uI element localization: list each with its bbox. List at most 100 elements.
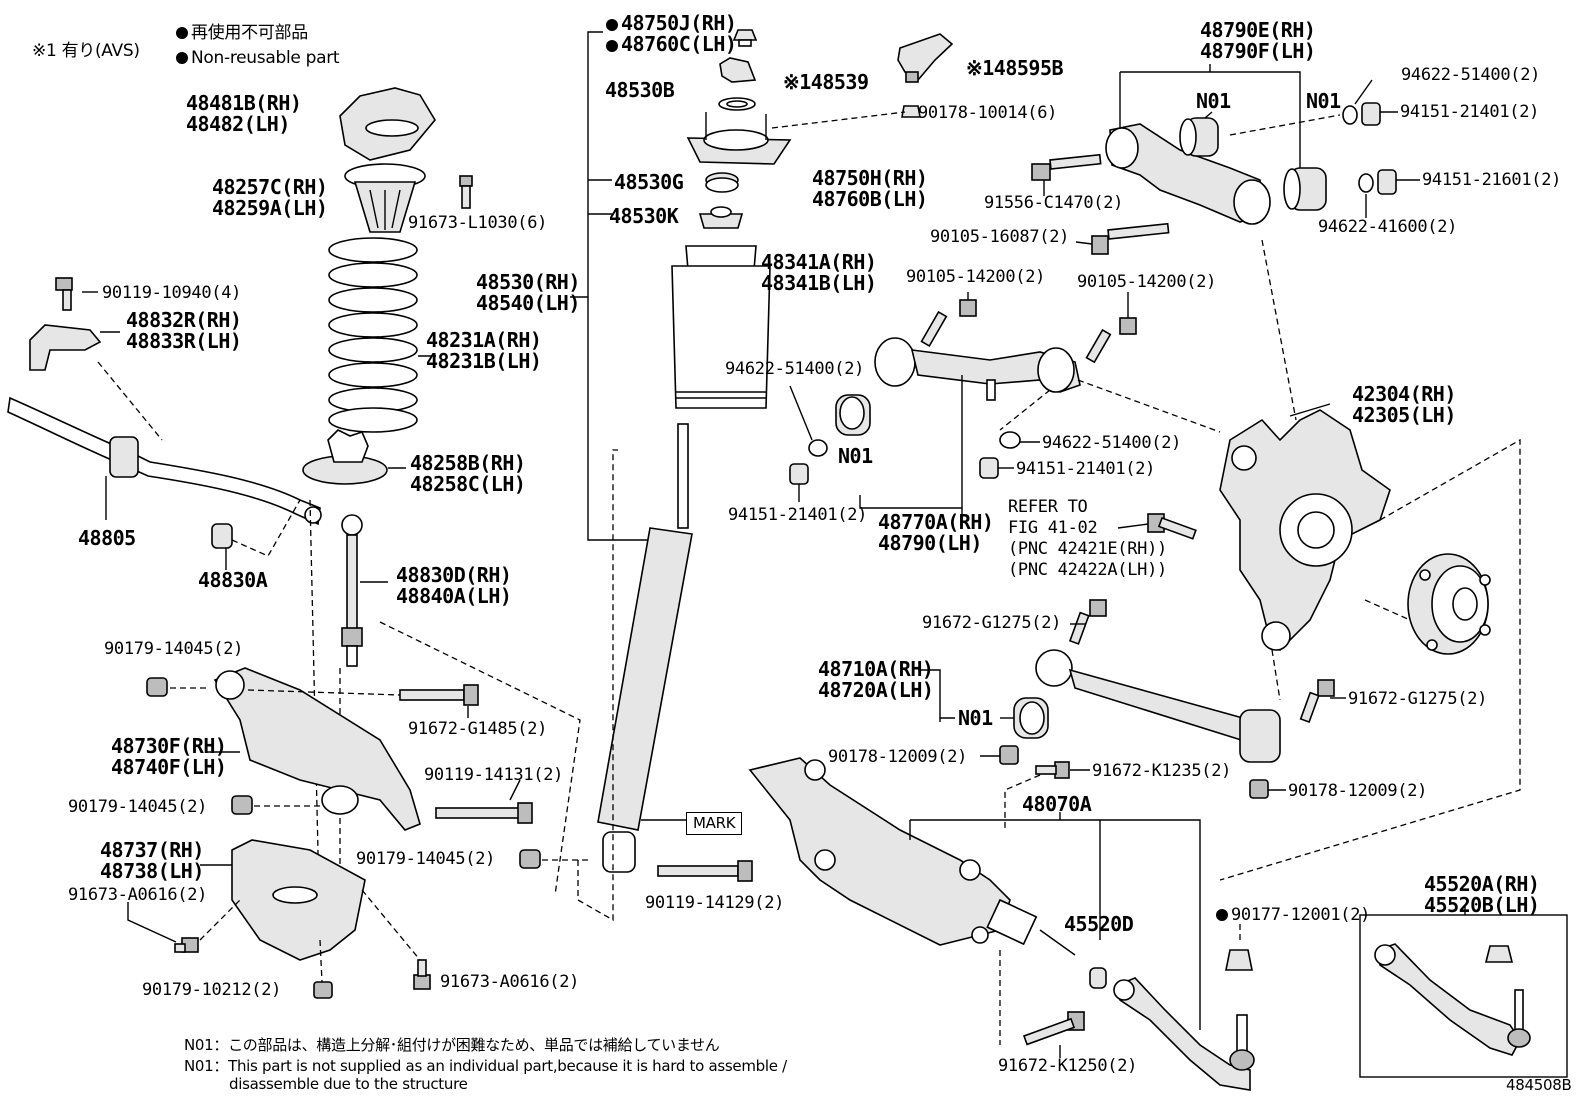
leader <box>509 779 521 801</box>
label-48341B: 48341B(LH) <box>761 271 877 295</box>
label-48790: 48790(LH) <box>878 531 982 555</box>
spring-insulator-icon <box>344 163 426 233</box>
upper-spring-seat-icon <box>339 87 436 161</box>
bolt-refer-icon <box>1147 513 1197 540</box>
label-94622-51400-a: 94622-51400(2) <box>1401 65 1541 85</box>
footnote-n01-jp: N01：この部品は、構造上分解･組付けが困難なため、単品では補給していません <box>184 1036 720 1054</box>
label-90105-14200-b: 90105-14200(2) <box>1077 272 1217 292</box>
legend-nonreusable-en: Non-reusable part <box>176 48 340 68</box>
label-48760B: 48760B(LH) <box>812 187 928 211</box>
nonreusable-dot-icon <box>606 40 618 52</box>
bolt-90119-10940-icon <box>55 277 73 311</box>
washer-94622-51400-c-icon <box>999 431 1021 449</box>
label-48805: 48805 <box>78 526 136 550</box>
bushing-n01-b-icon <box>1283 167 1327 211</box>
label-48790F: 48790F(LH) <box>1200 39 1316 63</box>
label-91673-L1030: 91673-L1030(6) <box>408 213 548 233</box>
nonreusable-dot-icon <box>176 52 188 64</box>
label-91672-G1275-b: 91672-G1275(2) <box>1348 689 1488 709</box>
refer-line-4: (PNC 42422A(LH)) <box>1008 560 1167 580</box>
label-42304: 42304(RH) <box>1352 382 1456 406</box>
stabilizer-bracket-icon <box>29 324 102 371</box>
subframe-icon <box>748 757 1076 956</box>
bolt-91672-G1485-icon <box>399 684 479 706</box>
label-48530G: 48530G <box>614 170 684 194</box>
legend-nonreusable-jp-text: 再使用不可部品 <box>191 23 308 43</box>
label-48539: ※148539 <box>783 70 869 94</box>
nut-94151-21601-icon <box>1377 169 1397 195</box>
nut-90178-12009-a-icon <box>999 745 1019 765</box>
toe-control-arm-inset-icon <box>1374 943 1531 1056</box>
label-90178-12009-b: 90178-12009(2) <box>1288 781 1428 801</box>
label-48730F: 48730F(RH) <box>111 734 227 758</box>
leader-dash <box>319 939 323 983</box>
bracket-48070A <box>1090 819 1201 1030</box>
leader-dash <box>771 111 906 129</box>
label-91672-G1275-a: 91672-G1275(2) <box>922 613 1062 633</box>
legend-nonreusable-en-text: Non-reusable part <box>191 48 340 68</box>
label-n01-b: N01 <box>1306 89 1341 113</box>
diagram-id: 484508B <box>1506 1076 1572 1094</box>
leader <box>1354 79 1373 105</box>
label-94151-21601: 94151-21601(2) <box>1422 170 1562 190</box>
label-48830D: 48830D(RH) <box>396 563 512 587</box>
leader <box>789 385 813 441</box>
washer-94622-51400-b-icon <box>808 439 828 457</box>
label-48833R: 48833R(LH) <box>126 329 242 353</box>
lower-arm-icon <box>213 667 421 831</box>
label-48540: 48540(LH) <box>476 291 580 315</box>
upper-support-icon <box>686 112 792 165</box>
label-94622-41600: 94622-41600(2) <box>1318 217 1458 237</box>
label-48720A: 48720A(LH) <box>818 678 934 702</box>
stabilizer-bar-icon <box>7 396 322 526</box>
label-48257C: 48257C(RH) <box>212 175 328 199</box>
label-91673-A0616-a: 91673-A0616(2) <box>68 885 208 905</box>
label-48738: 48738(LH) <box>100 859 204 883</box>
leader-dash <box>1261 239 1297 421</box>
lower-arm-cover-icon <box>231 839 366 961</box>
label-48750J: 48750J(RH) <box>606 11 737 35</box>
part-number: 48750J(RH) <box>621 11 737 35</box>
leader-dash <box>1004 774 1041 830</box>
label-48830A: 48830A <box>198 568 268 592</box>
control-arm-48770A-icon <box>874 337 1081 401</box>
leader-dash <box>361 889 421 961</box>
bound-stopper-bracket-icon <box>719 57 757 83</box>
nut-94151-21401-c-icon <box>979 457 999 479</box>
bolt-91556-C1470-icon <box>1031 153 1102 181</box>
label-48790E: 48790E(RH) <box>1200 18 1316 42</box>
nonreusable-dot-icon <box>1216 909 1228 921</box>
bolt-91673-L1030-icon <box>459 175 473 209</box>
nut-90179-14045-b-icon <box>231 795 253 815</box>
bracket-48770A <box>859 375 963 509</box>
label-48259A: 48259A(LH) <box>212 196 328 220</box>
label-48737: 48737(RH) <box>100 838 204 862</box>
part-number: 48760C(LH) <box>621 32 737 56</box>
label-90119-14129: 90119-14129(2) <box>645 893 785 913</box>
bolt-91673-A0616-a-icon <box>174 937 199 953</box>
label-91673-A0616-b: 91673-A0616(2) <box>440 972 580 992</box>
label-90179-14045-a: 90179-14045(2) <box>104 639 244 659</box>
inset-box <box>1359 914 1568 1078</box>
label-48840A: 48840A(LH) <box>396 584 512 608</box>
nut-90178-10014-icon <box>901 105 921 118</box>
label-45520B: 45520B(LH) <box>1424 893 1540 917</box>
part-number: 90177-12001(2) <box>1231 905 1371 925</box>
bushing-48830A-icon <box>211 523 233 549</box>
label-48750H: 48750H(RH) <box>812 166 928 190</box>
label-90105-14200-a: 90105-14200(2) <box>906 267 1046 287</box>
leader <box>1204 111 1213 119</box>
nut-94151-21401-a-icon <box>1361 102 1381 126</box>
label-91556-C1470: 91556-C1470(2) <box>984 193 1124 213</box>
label-48710A: 48710A(RH) <box>818 657 934 681</box>
refer-line-1: REFER TO <box>1008 497 1088 517</box>
label-48341A: 48341A(RH) <box>761 250 877 274</box>
label-90119-14131: 90119-14131(2) <box>424 765 564 785</box>
leader <box>1289 403 1331 417</box>
strut-nut-icon <box>732 29 758 47</box>
label-90178-10014: 90178-10014(6) <box>918 103 1058 123</box>
lower-link-icon <box>1035 649 1281 763</box>
bolt-91672-K1250-icon <box>1022 1011 1085 1046</box>
washer-45520D-icon <box>1089 967 1107 989</box>
